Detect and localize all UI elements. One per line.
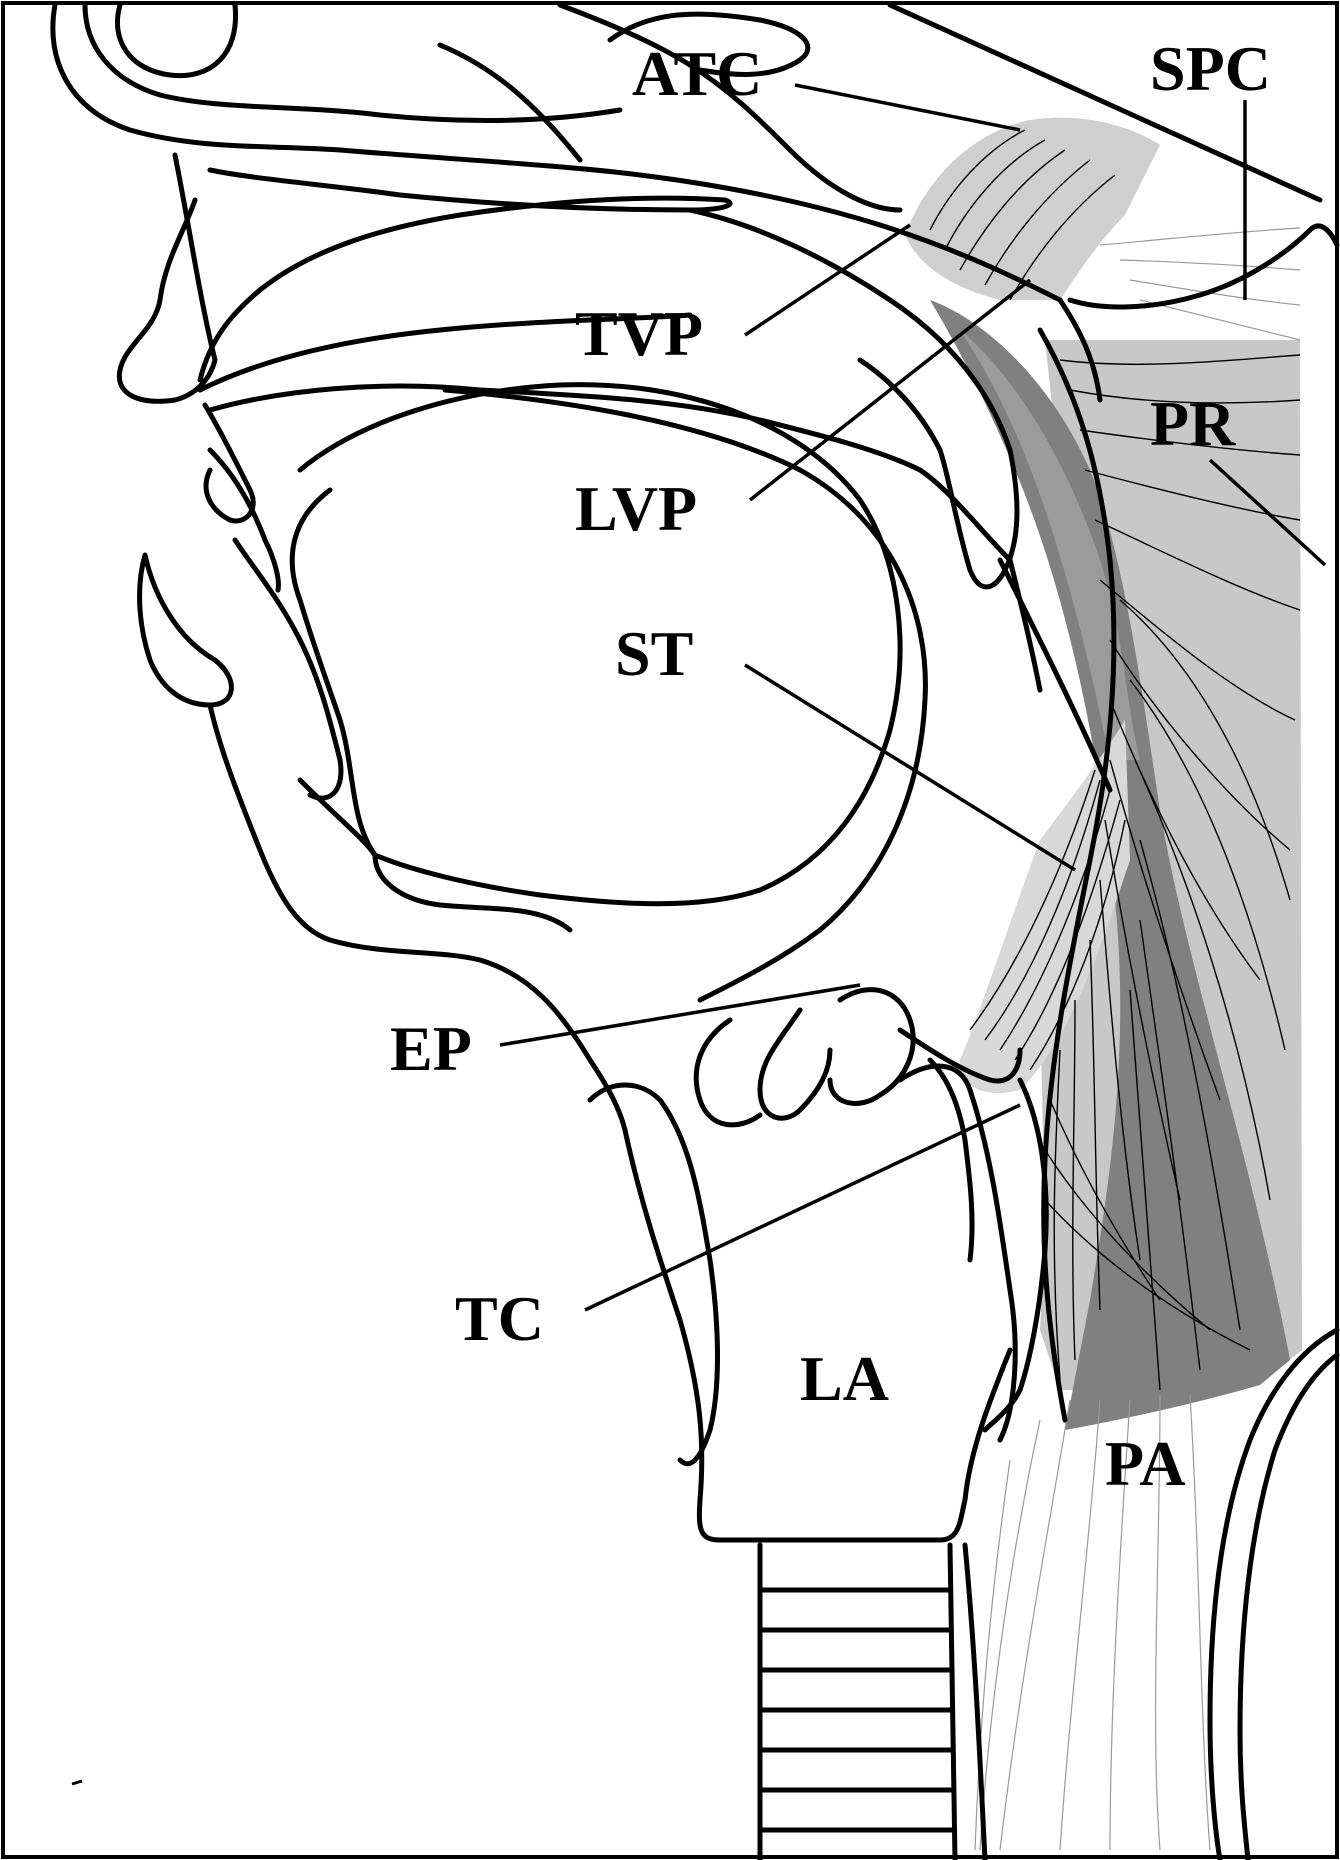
tvp-leader — [745, 225, 910, 335]
velum-back — [1010, 560, 1040, 690]
epiglottis — [830, 990, 913, 1104]
label-st: ST — [615, 618, 693, 689]
label-tvp: TVP — [575, 298, 703, 369]
orbit-curve — [117, 5, 235, 76]
upper-skull-curve — [85, 5, 620, 120]
epiglottis-base — [760, 1010, 830, 1118]
larynx-body — [625, 1130, 1010, 1540]
tongue-inner — [292, 490, 375, 855]
stray-mark — [72, 1781, 82, 1784]
label-atc: ATC — [632, 38, 762, 109]
occipital-curve — [1070, 226, 1337, 307]
posterior-larynx — [930, 1060, 972, 1260]
label-spc: SPC — [1150, 33, 1271, 104]
mandible-inner — [300, 780, 570, 930]
tc-leader — [585, 1105, 1020, 1310]
nose-outline — [119, 155, 215, 401]
label-ep: EP — [390, 1013, 472, 1084]
label-tc: TC — [455, 1283, 544, 1354]
ep-leader — [500, 985, 860, 1045]
st-leader — [745, 665, 1075, 870]
vertebral-outer — [1210, 1330, 1337, 1860]
skull-base-curve — [53, 5, 1060, 300]
tvp-muscle-region — [905, 118, 1160, 300]
tongue-dorsum — [300, 385, 900, 904]
label-pa: PA — [1105, 1428, 1186, 1499]
label-la: LA — [800, 1343, 889, 1414]
cranial-line — [440, 45, 580, 160]
vallecula — [696, 1020, 760, 1125]
label-lvp: LVP — [575, 473, 697, 544]
lower-lip — [140, 555, 232, 705]
atc-leader — [795, 85, 1020, 130]
label-pr: PR — [1150, 388, 1236, 459]
esophagus-wall — [965, 1545, 985, 1860]
